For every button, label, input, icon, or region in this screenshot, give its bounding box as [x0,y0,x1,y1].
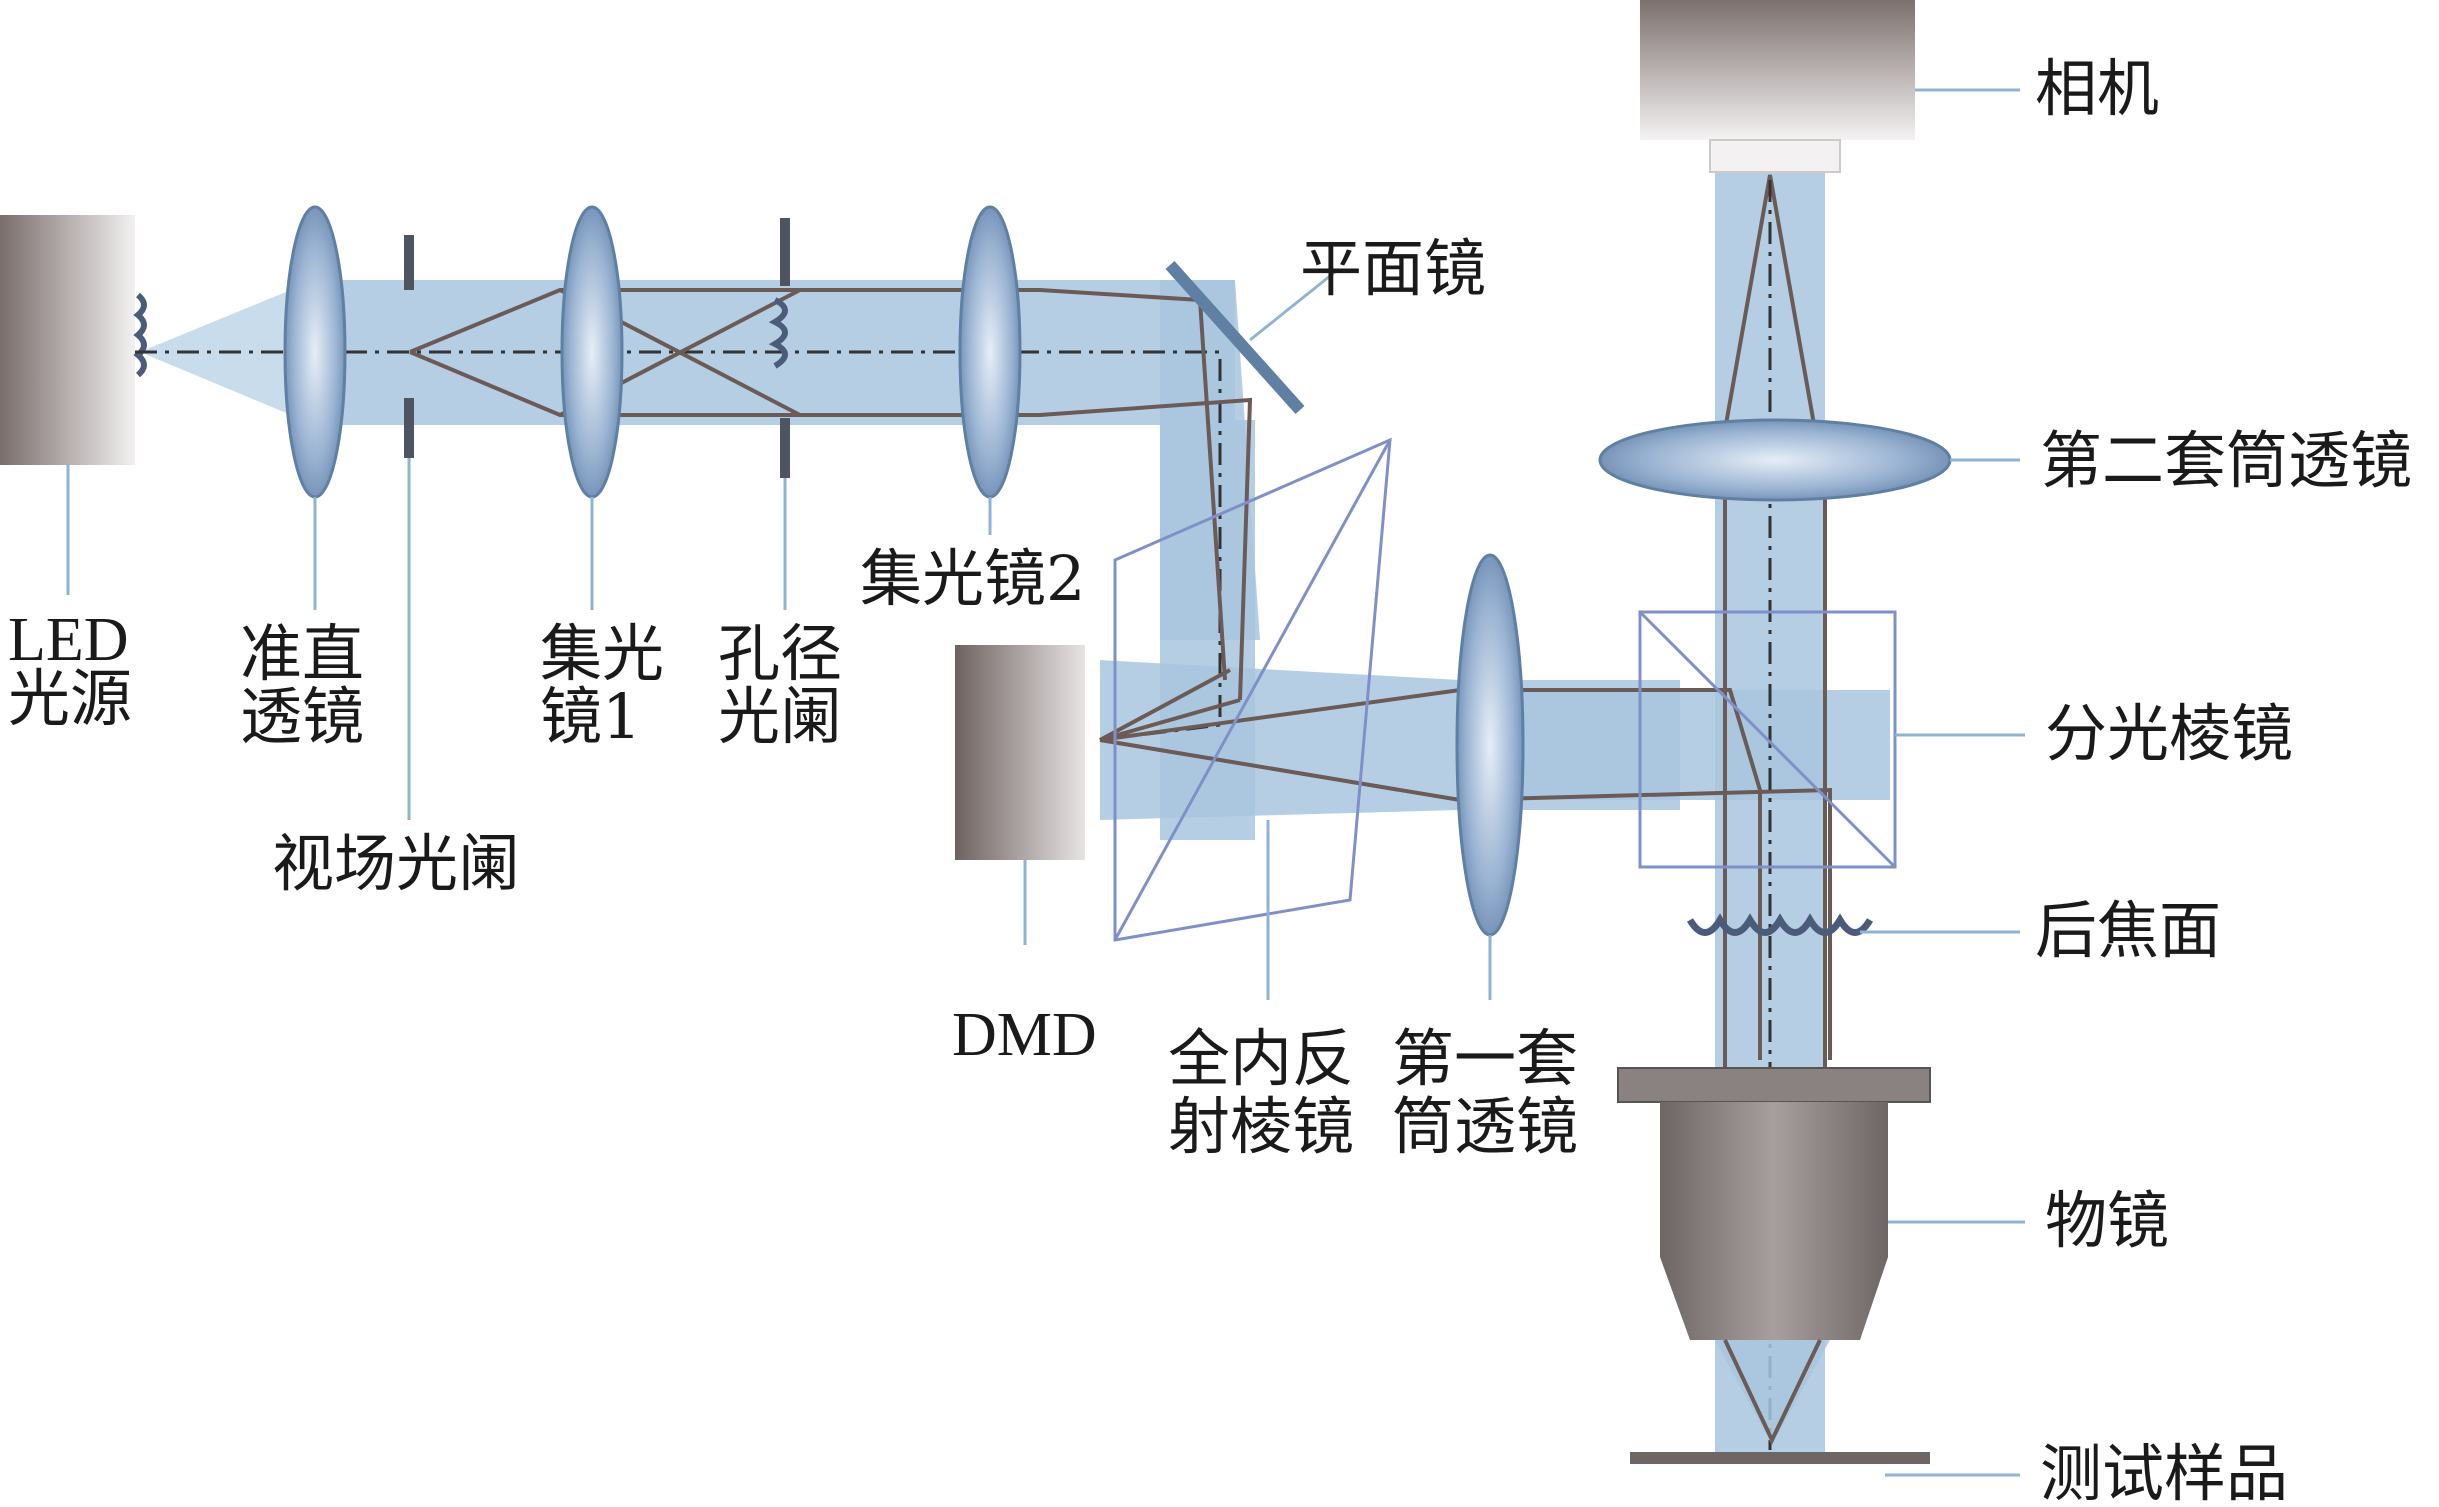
label-tir-prism-line2: 射棱镜 [1168,1090,1354,1163]
leader-lines [66,88,2025,1477]
tube-lens-2 [1598,418,1952,502]
camera [1640,0,1915,173]
test-sample [1630,1452,1930,1464]
label-aperture-stop-line1: 孔径 [718,617,842,690]
aperture-stop [768,218,790,478]
back-focal-plane [1686,913,1874,936]
collimator-lens [283,205,347,499]
label-condenser2: 集光镜2 [860,542,1085,615]
labels: LED 光源 准直 透镜 视场光阑 集光 镜1 孔径 光阑 集光镜2 平面镜 D… [8,52,2412,1507]
label-aperture-stop-line2: 光阑 [718,680,842,753]
tube-lens-1 [1455,553,1525,937]
condenser-lens-1 [560,205,624,499]
label-sample: 测试样品 [2040,1437,2288,1507]
label-back-focal-plane: 后焦面 [2035,894,2221,967]
plane-mirror [1165,260,1305,415]
label-condenser1-line1: 集光 [540,617,664,690]
label-collimator-line2: 透镜 [240,680,364,753]
label-beam-splitter: 分光棱镜 [2045,697,2293,770]
label-camera: 相机 [2035,52,2159,125]
label-tube-lens1-line1: 第一套 [1392,1022,1578,1095]
label-led-line1: LED [8,606,129,674]
dmd-device [955,645,1085,860]
label-tir-prism-line1: 全内反 [1168,1022,1354,1095]
objective-lens [1617,1067,1931,1445]
tir-prism [1113,437,1392,942]
field-stop [404,235,414,458]
label-led-line2: 光源 [8,662,132,735]
label-field-stop: 视场光阑 [272,827,520,900]
label-plane-mirror: 平面镜 [1300,232,1486,305]
label-objective: 物镜 [2045,1184,2169,1257]
label-dmd: DMD [952,1001,1097,1069]
marginal-rays [409,288,1832,1060]
led-source [0,215,147,465]
label-condenser1-line2: 镜1 [540,680,641,753]
label-tube-lens1-line2: 筒透镜 [1392,1090,1578,1163]
label-collimator-line1: 准直 [240,617,364,690]
beam-splitter [1638,610,1897,869]
label-tube-lens2: 第二套筒透镜 [2040,424,2412,497]
condenser-lens-2 [958,205,1022,499]
